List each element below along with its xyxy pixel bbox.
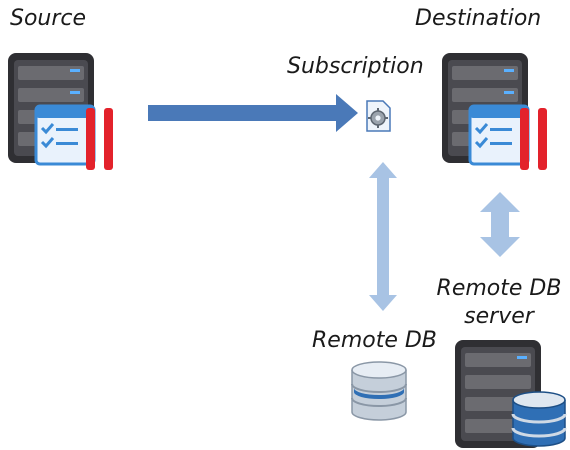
remote-db-server-node (455, 340, 570, 450)
remote-db-server-label: Remote DB server (434, 278, 564, 328)
remote-db-server-label-line1: Remote DB (436, 276, 562, 301)
destination-node (442, 48, 554, 173)
source-label: Source (10, 6, 87, 31)
remote-db-node (348, 360, 410, 422)
source-to-subscription-arrow (148, 94, 358, 132)
database-icon (351, 361, 407, 421)
subscription-label: Subscription (287, 54, 424, 79)
remote-db-server-label-line2: server (464, 304, 534, 329)
server-with-database-icon (455, 340, 567, 448)
subscription-gear-icon (366, 100, 391, 132)
destination-label: Destination (415, 6, 542, 31)
server-with-checklist-icon (442, 53, 547, 170)
remote-db-label: Remote DB (312, 328, 437, 353)
subscription-remote-db-arrow (369, 162, 397, 311)
server-with-checklist-icon (8, 53, 113, 170)
source-node (8, 48, 120, 173)
destination-remote-db-server-arrow (480, 192, 520, 257)
subscription-node (364, 100, 392, 132)
